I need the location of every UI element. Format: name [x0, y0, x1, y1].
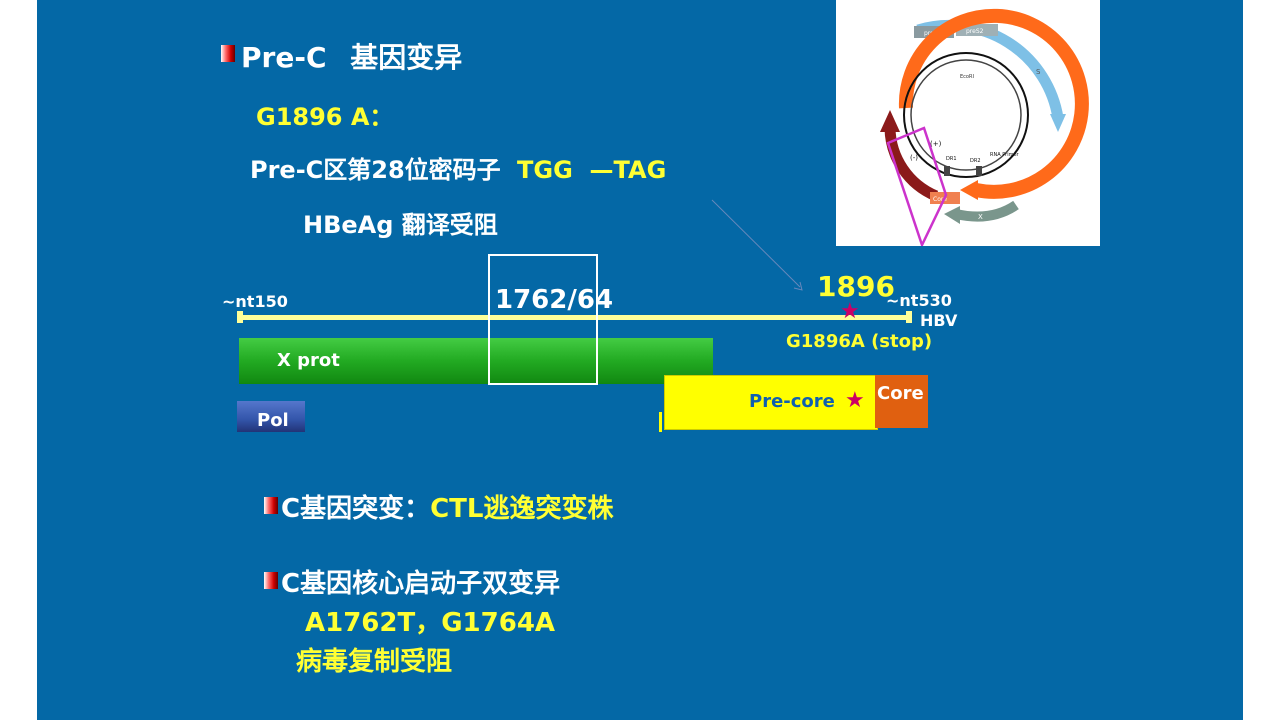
pres2-label: preS2	[966, 28, 984, 35]
bullet-icon	[264, 497, 278, 514]
slide-title: Pre-C 基因变异	[241, 36, 462, 76]
title-prefix: Pre-C	[241, 41, 327, 74]
polymerase-arc	[898, 8, 1089, 199]
polymerase-arrowhead	[960, 180, 978, 200]
pol-bar	[237, 401, 305, 432]
dr2-marker	[976, 166, 982, 176]
title-suffix: 基因变异	[350, 41, 463, 74]
plus-label: (+)	[930, 140, 942, 148]
x-gene-label: X	[978, 213, 983, 221]
minus-label: (-)	[910, 154, 918, 162]
core-gene-arc	[884, 127, 939, 202]
hbv-genome-map-svg: preS1 preS2 S polymerase Core X EcoRI (+…	[880, 8, 1089, 249]
star-icon-precore: ★	[845, 388, 865, 413]
nt-end-label: ~nt530	[886, 291, 952, 310]
core-gene-arrowhead	[880, 110, 900, 132]
bullet-1: C基因突变：CTL逃逸突变株	[281, 488, 613, 525]
dr2-label: DR2	[970, 158, 981, 164]
s-gene-label: S	[1036, 68, 1041, 76]
genome-label: HBV	[920, 311, 958, 330]
codon-change: TGG —TAG	[517, 156, 667, 184]
polymerase-label: polymerase	[948, 43, 984, 50]
pol-label: Pol	[257, 410, 289, 431]
genome-line-end-cap	[906, 311, 912, 323]
bullet-icon	[264, 572, 278, 589]
rna-primer-label: RNA Primer	[990, 152, 1020, 158]
codon-line: Pre-C区第28位密码子 TGG —TAG	[250, 150, 666, 185]
effect-text: HBeAg 翻译受阻	[303, 211, 498, 239]
core-gene-label: Core	[933, 196, 947, 203]
ecori-label: EcoRI	[960, 74, 974, 80]
x-prot-bar	[239, 338, 713, 384]
x-gene-arc	[954, 200, 1019, 222]
highlight-box	[886, 126, 948, 249]
bullet-icon	[221, 45, 235, 62]
nt-start-label: ~nt150	[222, 292, 288, 311]
s-gene-arrowhead	[1050, 114, 1066, 132]
bullet-2-line-2: A1762T，G1764A	[305, 608, 556, 638]
site-1896-label: 1896	[817, 270, 895, 303]
site-caption: G1896A (stop)	[786, 331, 933, 352]
promoter-box-label: 1762/64	[495, 285, 614, 315]
minus-strand-circle	[910, 59, 1022, 171]
dr1-marker	[944, 166, 950, 176]
bullet-2-line-1: C基因核心启动子双变异	[281, 569, 561, 599]
star-icon-1896: ★	[840, 299, 860, 324]
bullet-1-prefix: C基因突变：	[281, 494, 431, 524]
precore-start-tick	[659, 412, 662, 432]
precore-label: Pre-core	[749, 391, 835, 412]
dr1-label: DR1	[946, 156, 957, 162]
hbv-genome-map: preS1 preS2 S polymerase Core X EcoRI (+…	[836, 0, 1100, 249]
core-label: Core	[877, 383, 924, 404]
codon-prefix: Pre-C区第28位密码子	[250, 156, 501, 184]
bullet-1-highlight: CTL逃逸突变株	[430, 494, 614, 524]
genome-line-start-cap	[237, 311, 243, 323]
bullet-2-line-3: 病毒复制受阻	[296, 647, 453, 677]
plus-strand-circle	[903, 52, 1029, 178]
x-gene-arrowhead	[944, 206, 960, 224]
mutation-name: G1896 A：	[256, 103, 394, 131]
core-bar	[875, 375, 928, 428]
promoter-box	[488, 254, 598, 385]
genome-line	[240, 315, 910, 320]
x-prot-label: X prot	[277, 350, 340, 371]
